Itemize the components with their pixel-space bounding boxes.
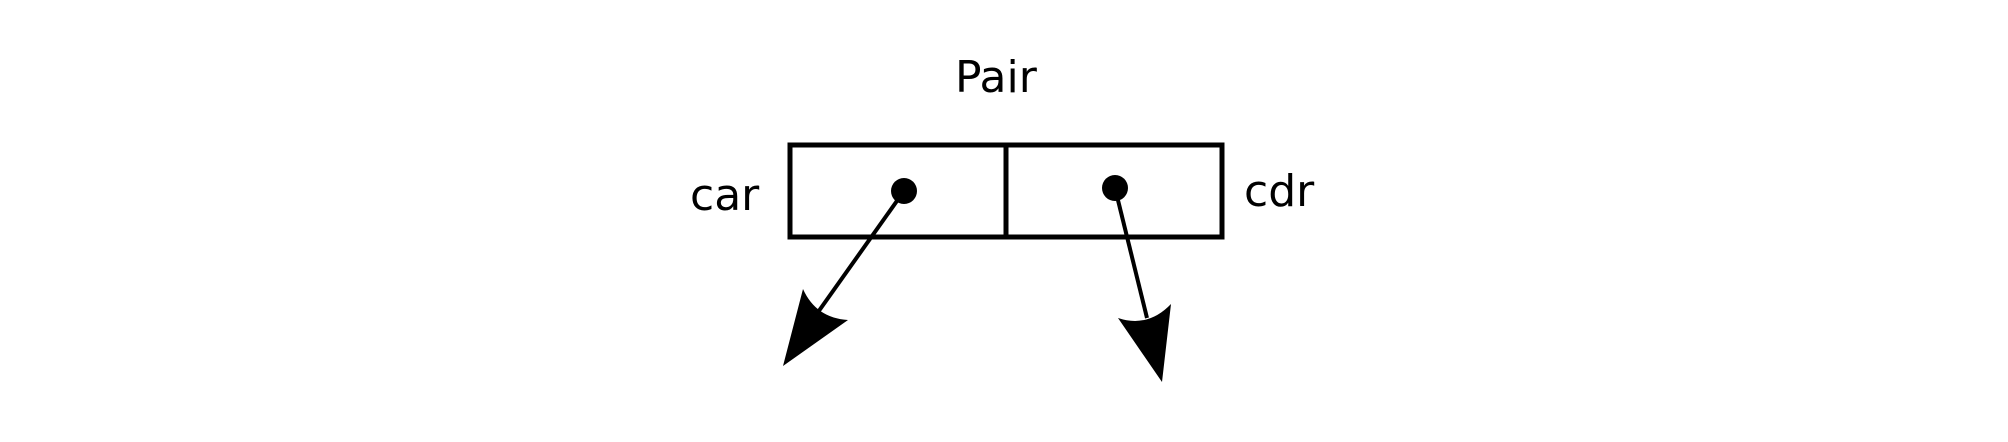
car-cell [787, 142, 1009, 240]
cdr-pointer-dot [1102, 175, 1128, 201]
cdr-pointer-arrow [1102, 175, 1171, 382]
car-label: car [690, 170, 760, 221]
car-arrowhead [783, 289, 848, 366]
cdr-arrowhead [1118, 304, 1171, 382]
car-pointer-arrow [783, 178, 917, 366]
cdr-label: cdr [1244, 166, 1315, 217]
car-pointer-line [814, 189, 906, 317]
cdr-pointer-line [1113, 187, 1149, 319]
diagram-title: Pair [955, 52, 1038, 103]
car-pointer-dot [891, 178, 917, 204]
